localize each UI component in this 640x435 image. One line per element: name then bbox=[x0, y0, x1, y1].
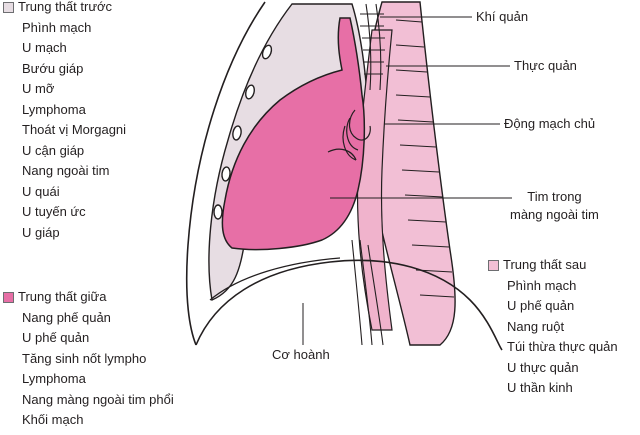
callout-trachea: Khí quản bbox=[476, 9, 529, 24]
diaphragm bbox=[195, 259, 503, 351]
legend-middle-title: Trung thất giữa bbox=[18, 289, 107, 304]
vertebra-line bbox=[395, 94, 431, 98]
list-item: U phế quản bbox=[507, 298, 575, 313]
list-item: Nang màng ngoài tim phổi bbox=[22, 391, 174, 407]
vertebra-line bbox=[404, 194, 444, 198]
trachea bbox=[360, 3, 385, 91]
list-item: Nang ruột bbox=[507, 318, 565, 334]
list-item: Tăng sinh nốt lympho bbox=[22, 350, 147, 366]
list-item: Túi thừa thực quản bbox=[507, 339, 618, 354]
list-item: Khối mạch bbox=[22, 412, 84, 427]
list-item: Thoát vị Morgagni bbox=[22, 122, 127, 137]
list-item: Nang phế quản bbox=[22, 309, 111, 325]
list-item: U mạch bbox=[22, 40, 67, 55]
heart-vessels bbox=[327, 109, 371, 161]
legend-anterior-header: Trung thất trước bbox=[3, 0, 126, 18]
legend-anterior-swatch bbox=[3, 1, 14, 13]
vertebra-line bbox=[407, 219, 447, 223]
list-item: Phình mạch bbox=[22, 19, 92, 35]
vertebra-line bbox=[399, 144, 437, 148]
legend-posterior-list: Phình mạch U phế quản Nang ruột Túi thừa… bbox=[488, 276, 618, 399]
list-item: U tuyến ức bbox=[22, 204, 86, 219]
legend-middle-header: Trung thất giữa bbox=[3, 287, 174, 308]
rib-notches bbox=[213, 44, 273, 220]
rib-notch bbox=[232, 125, 242, 141]
list-item: Bướu giáp bbox=[22, 60, 84, 76]
callout-heart: Tim trong màng ngoài tim bbox=[510, 188, 599, 224]
list-item: Nang ngoài tim bbox=[22, 163, 110, 178]
legend-anterior-title: Trung thất trước bbox=[18, 0, 113, 14]
callout-aorta: Động mạch chủ bbox=[504, 116, 596, 131]
callout-lines bbox=[302, 16, 512, 345]
middle-mediastinum-heart bbox=[221, 17, 366, 251]
legend-anterior: Trung thất trước Phình mạch U mạch Bướu … bbox=[3, 0, 126, 243]
vertebra-line bbox=[397, 119, 434, 123]
legend-posterior-swatch bbox=[488, 259, 499, 271]
rib-notch bbox=[213, 204, 223, 220]
legend-anterior-list: Phình mạch U mạch Bướu giáp U mỡ Lymphom… bbox=[3, 18, 126, 244]
rib-notch bbox=[221, 166, 231, 182]
callout-esophagus: Thực quản bbox=[514, 58, 577, 73]
diaphragm-crura bbox=[351, 239, 384, 346]
vertebra-line bbox=[395, 44, 425, 48]
list-item: U cận giáp bbox=[22, 142, 85, 158]
vertebra-line bbox=[395, 69, 428, 73]
list-item: U quái bbox=[22, 183, 60, 199]
callout-heart-line2: màng ngoài tim bbox=[510, 207, 599, 222]
legend-middle-list: Nang phế quản U phế quản Tăng sinh nốt l… bbox=[3, 308, 174, 431]
vertebra-line bbox=[401, 169, 440, 173]
list-item: U thần kinh bbox=[507, 380, 573, 395]
legend-middle: Trung thất giữa Nang phế quản U phế quản… bbox=[3, 287, 174, 431]
legend-posterior-header: Trung thất sau bbox=[488, 255, 618, 276]
list-item: Lymphoma bbox=[22, 101, 86, 117]
legend-posterior: Trung thất sau Phình mạch U phế quản Nan… bbox=[488, 255, 618, 399]
list-item: U giáp bbox=[22, 224, 60, 240]
list-item: Lymphoma bbox=[22, 371, 86, 386]
vertebra-line bbox=[419, 294, 455, 298]
diaphragm-inner bbox=[209, 257, 341, 301]
callout-diaphragm: Cơ hoành bbox=[272, 347, 330, 362]
list-item: U phế quản bbox=[22, 330, 90, 345]
callout-heart-line1: Tim trong bbox=[527, 189, 582, 204]
legend-posterior-title: Trung thất sau bbox=[503, 257, 587, 272]
legend-middle-swatch bbox=[3, 291, 14, 303]
rib-notch bbox=[245, 84, 255, 100]
list-item: Phình mạch bbox=[507, 277, 577, 293]
vertebra-line bbox=[411, 244, 450, 248]
list-item: U mỡ bbox=[22, 81, 55, 96]
list-item: U thực quản bbox=[507, 359, 579, 375]
vertebra-line bbox=[395, 19, 423, 23]
chest-wall-outer bbox=[185, 1, 266, 346]
rib-notch bbox=[261, 44, 273, 60]
